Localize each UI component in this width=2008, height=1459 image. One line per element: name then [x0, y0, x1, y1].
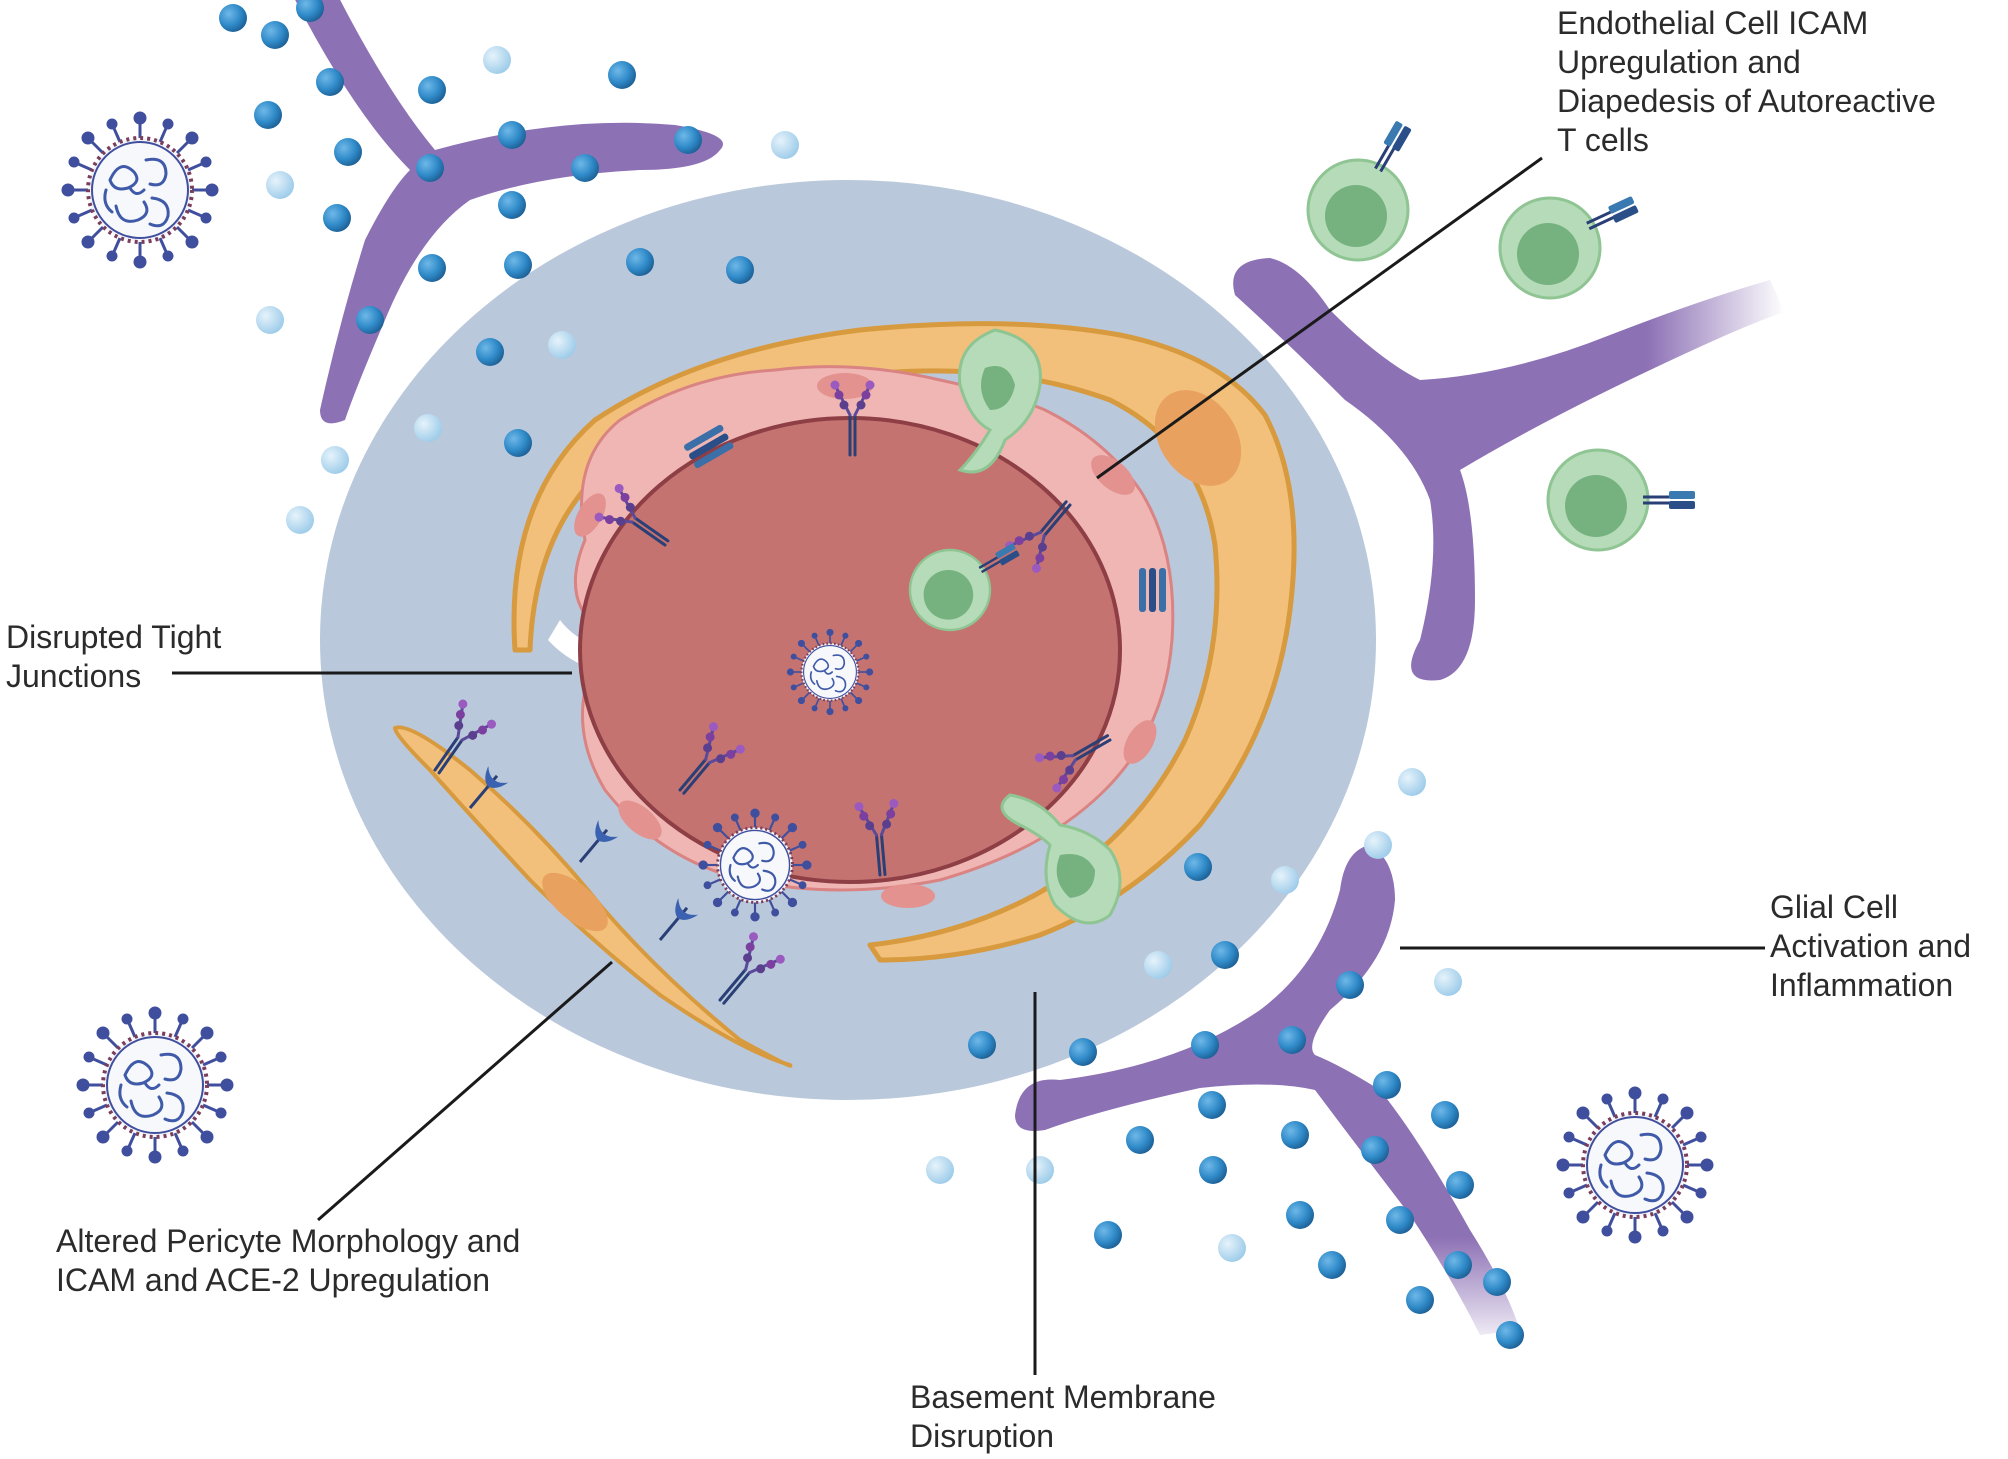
endothelial-nucleus: [817, 373, 873, 399]
label-pericyte-morphology: Altered Pericyte Morphology and ICAM and…: [56, 1222, 520, 1300]
label-line: Altered Pericyte Morphology and: [56, 1223, 521, 1259]
t-cells: [908, 118, 1697, 925]
glial-cell-right: [1233, 258, 1785, 681]
label-line: Inflammation: [1770, 967, 1954, 1003]
leader-lines: [172, 156, 1765, 1375]
label-endothelial-icam: Endothelial Cell ICAM Upregulation and D…: [1557, 4, 1936, 160]
leader-line-pericyte: [317, 960, 613, 1222]
tight-junction-right: [1139, 568, 1166, 612]
virus-icon: [1556, 1086, 1714, 1244]
endothelial-nucleus: [1123, 720, 1157, 764]
virus-icon: [698, 808, 812, 922]
pericyte-nucleus: [542, 872, 608, 932]
endothelial-nucleus: [574, 493, 606, 537]
label-basement-membrane: Basement Membrane Disruption: [910, 1378, 1216, 1456]
astrocyte-endfoot: [511, 321, 1297, 963]
pericyte: [393, 725, 793, 1068]
label-line: Upregulation and: [1557, 44, 1801, 80]
label-line: Disruption: [910, 1418, 1055, 1454]
label-line: Junctions: [6, 658, 142, 694]
endothelial-nucleus: [618, 800, 662, 840]
label-line: T cells: [1557, 122, 1649, 158]
virus-icon: [76, 1006, 234, 1164]
endothelial-nucleus: [1091, 455, 1135, 495]
virus-icon: [786, 628, 874, 716]
label-line: Activation and: [1770, 928, 1972, 964]
label-line: Glial Cell: [1770, 889, 1899, 925]
label-line: Basement Membrane: [910, 1379, 1216, 1415]
label-line: Diapedesis of Autoreactive: [1557, 83, 1936, 119]
cytokines: [219, 0, 1524, 1349]
astrocyte-nucleus: [1154, 390, 1242, 486]
endothelial-nucleus: [881, 884, 935, 908]
virus-icon: [61, 111, 219, 269]
glial-cell-bottom-right: [1015, 845, 1520, 1335]
label-line: Disrupted Tight: [6, 619, 222, 655]
glial-cell-top-left: [295, 0, 723, 424]
leader-line-endothelial: [1096, 156, 1543, 480]
label-line: ICAM and ACE-2 Upregulation: [56, 1262, 490, 1298]
label-line: Endothelial Cell ICAM: [1557, 5, 1869, 41]
label-glial-activation: Glial Cell Activation and Inflammation: [1770, 888, 1971, 1005]
label-disrupted-tight-junctions: Disrupted Tight Junctions: [6, 618, 221, 696]
